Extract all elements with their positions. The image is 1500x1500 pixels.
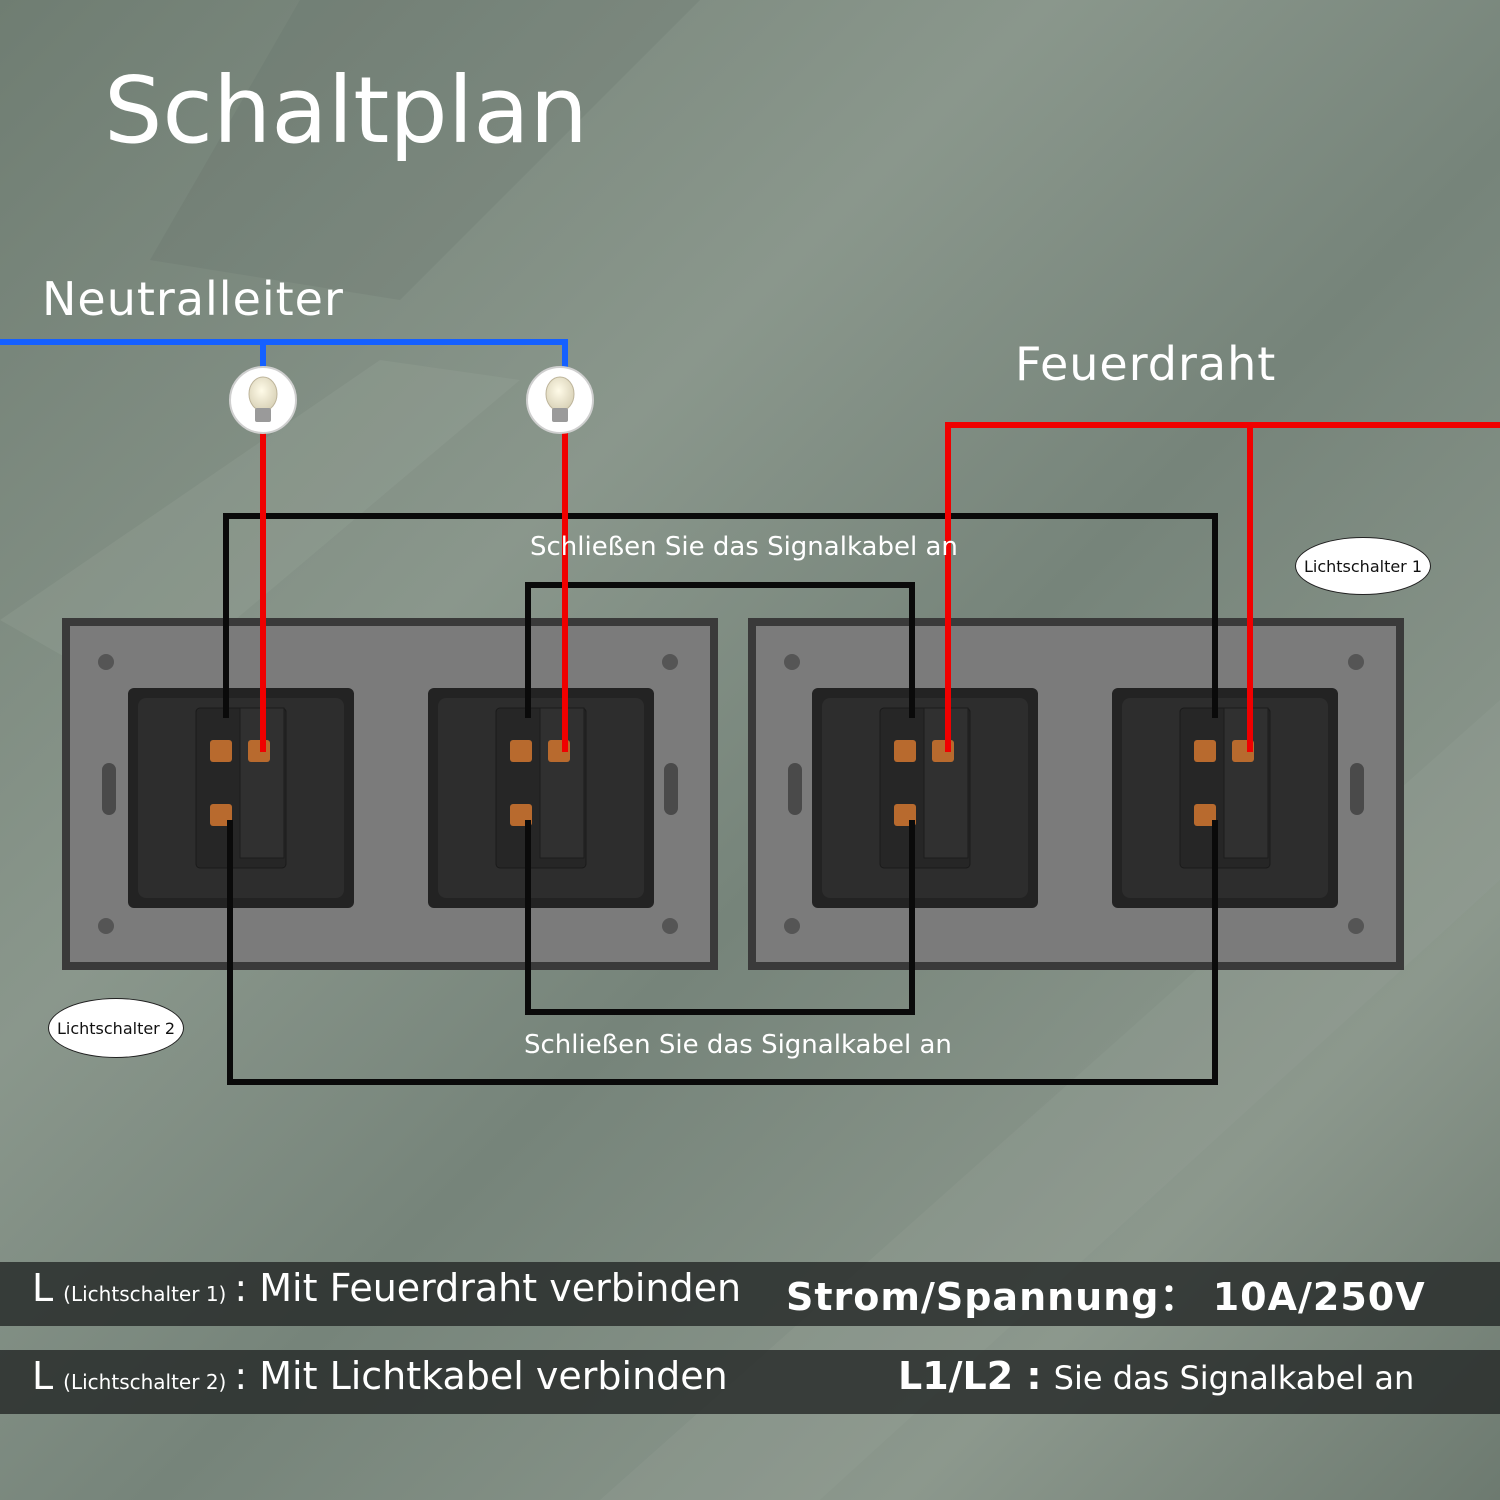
neutral-wire-label: Neutralleiter — [42, 272, 344, 326]
live-wire — [945, 422, 1500, 752]
legend-row-2-text: : Mit Lichtkabel verbinden — [234, 1354, 728, 1398]
legend-row-1-detail: (Lichtschalter 1) — [63, 1282, 227, 1306]
signal-cable-inner-bottom — [525, 820, 915, 1015]
switch-module-4 — [1111, 687, 1339, 909]
switch-1-label: Lichtschalter 1 — [1295, 537, 1431, 595]
signal-note-top: Schließen Sie das Signalkabel an — [530, 532, 958, 562]
legend-signal-key: L1/L2 : — [898, 1354, 1042, 1398]
switch-module-3 — [811, 687, 1039, 909]
legend-signal: L1/L2 : Sie das Signalkabel an — [898, 1354, 1414, 1398]
legend-row-2-detail: (Lichtschalter 2) — [63, 1370, 227, 1394]
legend-band-2 — [0, 1350, 1500, 1414]
light-bulb-icon — [526, 366, 594, 434]
legend-row-1: L (Lichtschalter 1) : Mit Feuerdraht ver… — [32, 1266, 741, 1310]
page-title: Schaltplan — [104, 57, 588, 164]
legend-spec: Strom/Spannung： 10A/250V — [786, 1275, 1426, 1319]
switch-module-2 — [427, 687, 655, 909]
neutral-wire — [0, 339, 568, 368]
signal-cable-outer-top — [223, 513, 1218, 718]
signal-note-bottom: Schließen Sie das Signalkabel an — [524, 1030, 952, 1060]
live-wire-label: Feuerdraht — [1015, 337, 1277, 391]
legend-row-1-text: : Mit Feuerdraht verbinden — [234, 1266, 742, 1310]
light-bulb-icon — [229, 366, 297, 434]
legend-row-2: L (Lichtschalter 2) : Mit Lichtkabel ver… — [32, 1354, 728, 1398]
legend-row-2-prefix: L — [32, 1354, 54, 1398]
switch-2-label: Lichtschalter 2 — [48, 998, 184, 1058]
legend-band-1 — [0, 1262, 1500, 1326]
legend-row-1-prefix: L — [32, 1266, 54, 1310]
signal-cable-outer-bottom — [227, 820, 1218, 1085]
legend-signal-text: Sie das Signalkabel an — [1053, 1359, 1415, 1397]
signal-cable-inner-top — [525, 582, 915, 718]
switch-module-1 — [127, 687, 355, 909]
